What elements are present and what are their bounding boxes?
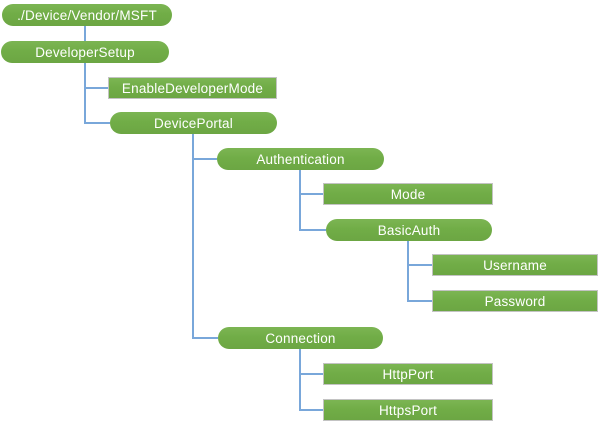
connector-to-deviceportal (84, 122, 110, 124)
node-http-port: HttpPort (323, 363, 493, 385)
connector-trunk-authentication (299, 170, 301, 231)
node-developer-setup: DeveloperSetup (1, 41, 169, 63)
connector-trunk-connection (299, 349, 301, 411)
connector-to-enabledevelopermode (84, 87, 108, 89)
node-authentication: Authentication (217, 148, 384, 170)
node-enable-developer-mode: EnableDeveloperMode (108, 77, 277, 99)
connector-to-username (407, 264, 432, 266)
connector-trunk-deviceportal (192, 134, 194, 339)
connector-to-httpport (299, 373, 323, 375)
node-root: ./Device/Vendor/MSFT (2, 4, 172, 26)
node-username: Username (432, 254, 598, 276)
connector-to-mode (299, 193, 323, 195)
node-https-port: HttpsPort (323, 399, 493, 421)
node-connection: Connection (218, 327, 383, 349)
node-password: Password (432, 290, 598, 312)
connector-to-basicauth (299, 229, 326, 231)
node-device-portal: DevicePortal (110, 112, 277, 134)
node-mode: Mode (323, 183, 493, 205)
connector-to-authentication (192, 158, 217, 160)
connector-trunk-developersetup (84, 63, 86, 124)
connector-to-httpsport (299, 409, 323, 411)
connector-trunk-basicauth (407, 241, 409, 302)
node-basic-auth: BasicAuth (326, 219, 492, 241)
connector-to-password (407, 300, 432, 302)
connector-root-to-developersetup (84, 26, 86, 41)
connector-to-connection (192, 337, 218, 339)
